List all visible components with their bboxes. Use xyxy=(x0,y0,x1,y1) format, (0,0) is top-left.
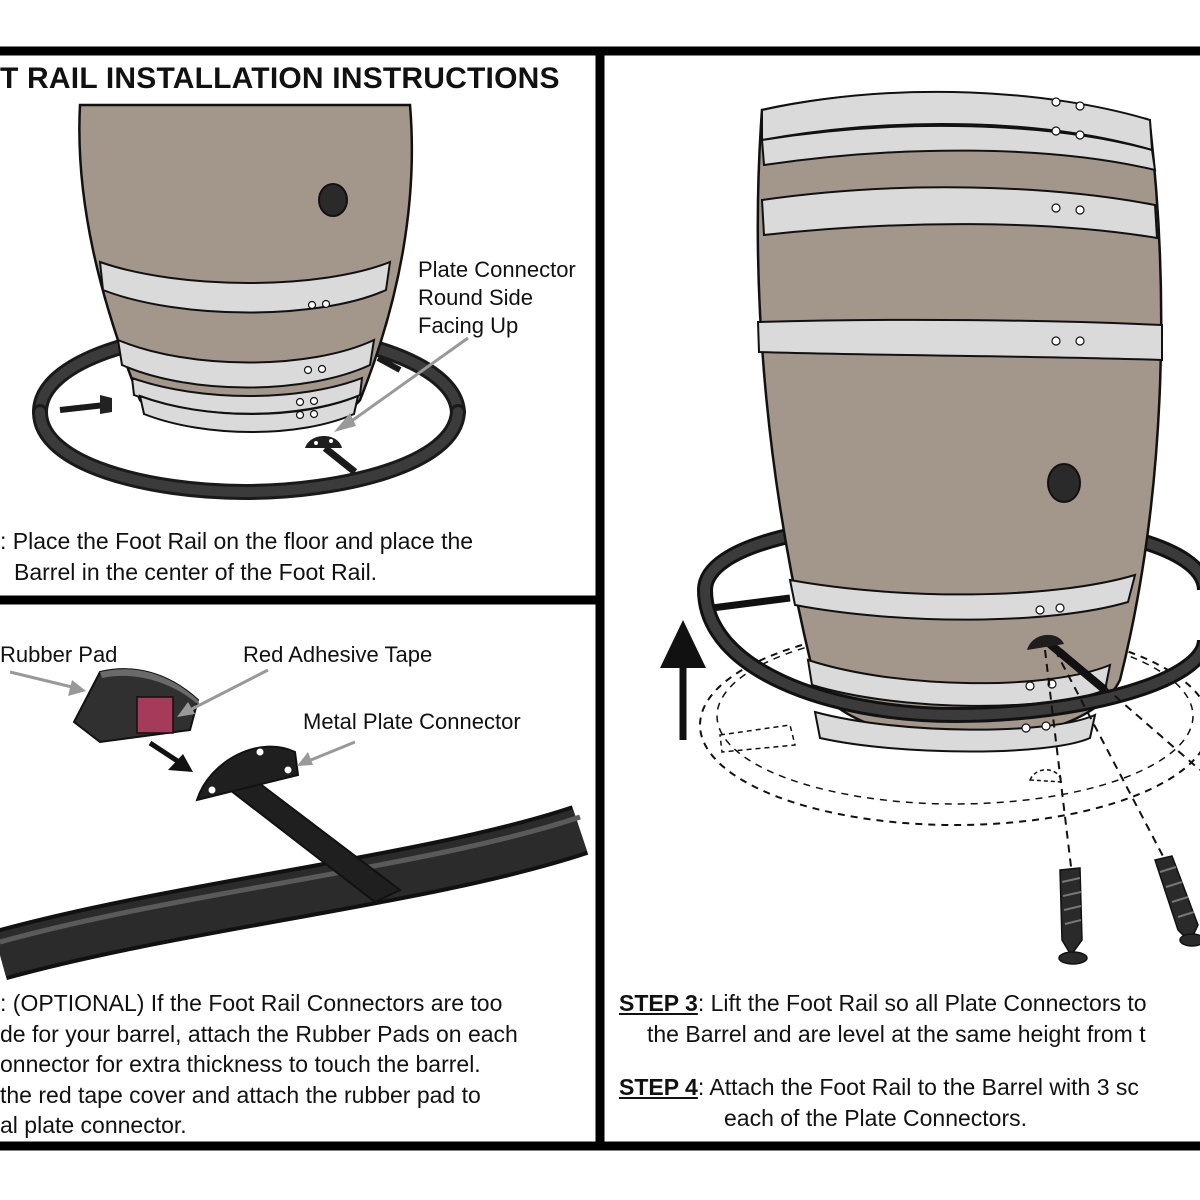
label-rubber-pad: Rubber Pad xyxy=(0,642,118,667)
step3-text: : Lift the Foot Rail so all Plate Connec… xyxy=(697,990,1147,1016)
panel3-illustration xyxy=(660,90,1200,965)
caption-line: al plate connector. xyxy=(0,1112,187,1138)
label-red-adhesive-tape: Red Adhesive Tape xyxy=(243,642,433,667)
panel-borders xyxy=(0,46,1200,1151)
step4-line-1: STEP 4: Attach the Foot Rail to the Barr… xyxy=(619,1072,1139,1103)
caption-line: : Place the Foot Rail on the floor and p… xyxy=(0,528,474,554)
caption-line: : (OPTIONAL) If the Foot Rail Connectors… xyxy=(0,990,503,1016)
step4-label: STEP 4 xyxy=(619,1074,698,1100)
step3-line-2: the Barrel and are level at the same hei… xyxy=(647,1021,1146,1047)
caption-line: onnector for extra thickness to touch th… xyxy=(0,1051,481,1077)
caption-line: Barrel in the center of the Foot Rail. xyxy=(14,559,378,585)
panel3-hoops xyxy=(756,90,1163,753)
screws xyxy=(1058,855,1200,965)
page-title: T RAIL INSTALLATION INSTRUCTIONS xyxy=(0,62,560,95)
callout-line-1: Plate Connector xyxy=(418,257,576,282)
callout-line-2: Round Side xyxy=(418,285,533,310)
panel2-illustration xyxy=(0,668,589,981)
step3-line-1: STEP 3: Lift the Foot Rail so all Plate … xyxy=(619,988,1147,1019)
panel1-illustration xyxy=(32,103,469,501)
label-metal-plate-connector: Metal Plate Connector xyxy=(303,709,521,734)
caption-line: de for your barrel, attach the Rubber Pa… xyxy=(0,1021,518,1047)
callout-line-3: Facing Up xyxy=(418,313,519,338)
step3-label: STEP 3 xyxy=(619,990,698,1016)
panel1-hoops xyxy=(98,260,392,433)
step4-line-2: each of the Plate Connectors. xyxy=(724,1105,1028,1131)
step4-text: : Attach the Foot Rail to the Barrel wit… xyxy=(697,1074,1139,1100)
caption-line: the red tape cover and attach the rubber… xyxy=(0,1082,481,1108)
